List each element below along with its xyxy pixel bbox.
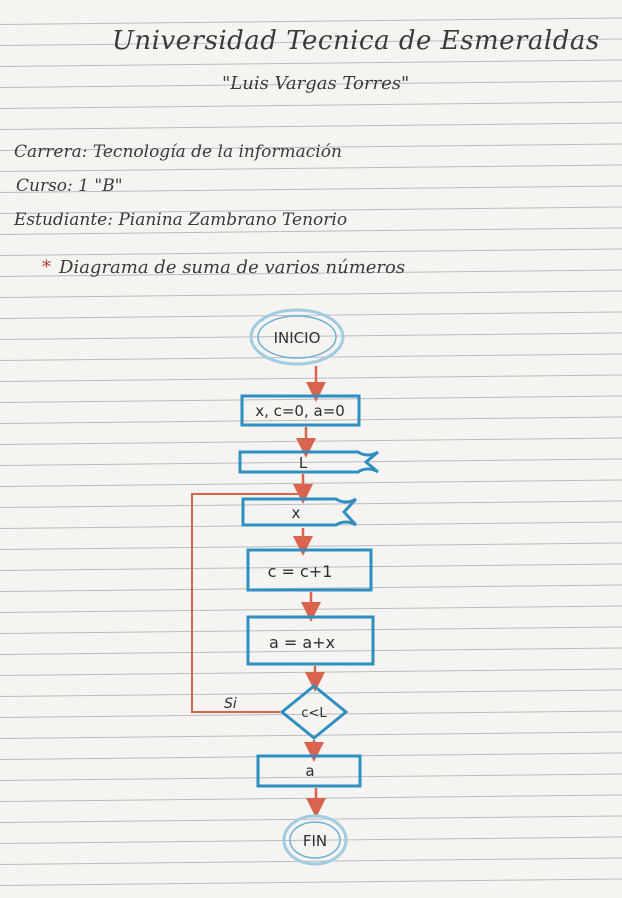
counter-process: c = c+1 [246,548,373,592]
university-title: Universidad Tecnica de Esmeraldas [112,26,600,56]
input-l-shape: L [238,450,379,474]
student-line: Estudiante: Pianina Zambrano Tenorio [14,210,348,230]
input-x-label: x [292,504,301,522]
input-x-shape: x [241,497,358,527]
init-label: x, c=0, a=0 [255,402,345,420]
decision-label: c<L [301,706,327,721]
career-line: Carrera: Tecnología de la información [14,142,342,162]
output-shape: a [256,754,362,788]
loop-back-arrow [191,493,300,713]
accumulate-label: a = a+x [269,633,335,652]
output-label: a [305,762,314,780]
subject-text: Diagrama de suma de varios números [59,257,406,278]
counter-label: c = c+1 [268,562,333,581]
start-terminal: INICIO [249,308,345,366]
start-label: INICIO [274,329,321,347]
yes-label: Si [224,696,237,712]
accumulate-process: a = a+x [246,615,375,666]
course-line: Curso: 1 "B" [16,176,123,196]
end-terminal: FIN [282,814,348,866]
subject-heading: * Diagrama de suma de varios números [42,257,405,278]
end-label: FIN [303,832,327,850]
input-l-label: L [299,454,308,472]
decision-diamond: c<L [279,684,349,740]
asterisk-bullet: * [42,257,51,278]
init-process: x, c=0, a=0 [240,394,361,427]
university-subtitle: "Luis Vargas Torres" [222,73,410,94]
